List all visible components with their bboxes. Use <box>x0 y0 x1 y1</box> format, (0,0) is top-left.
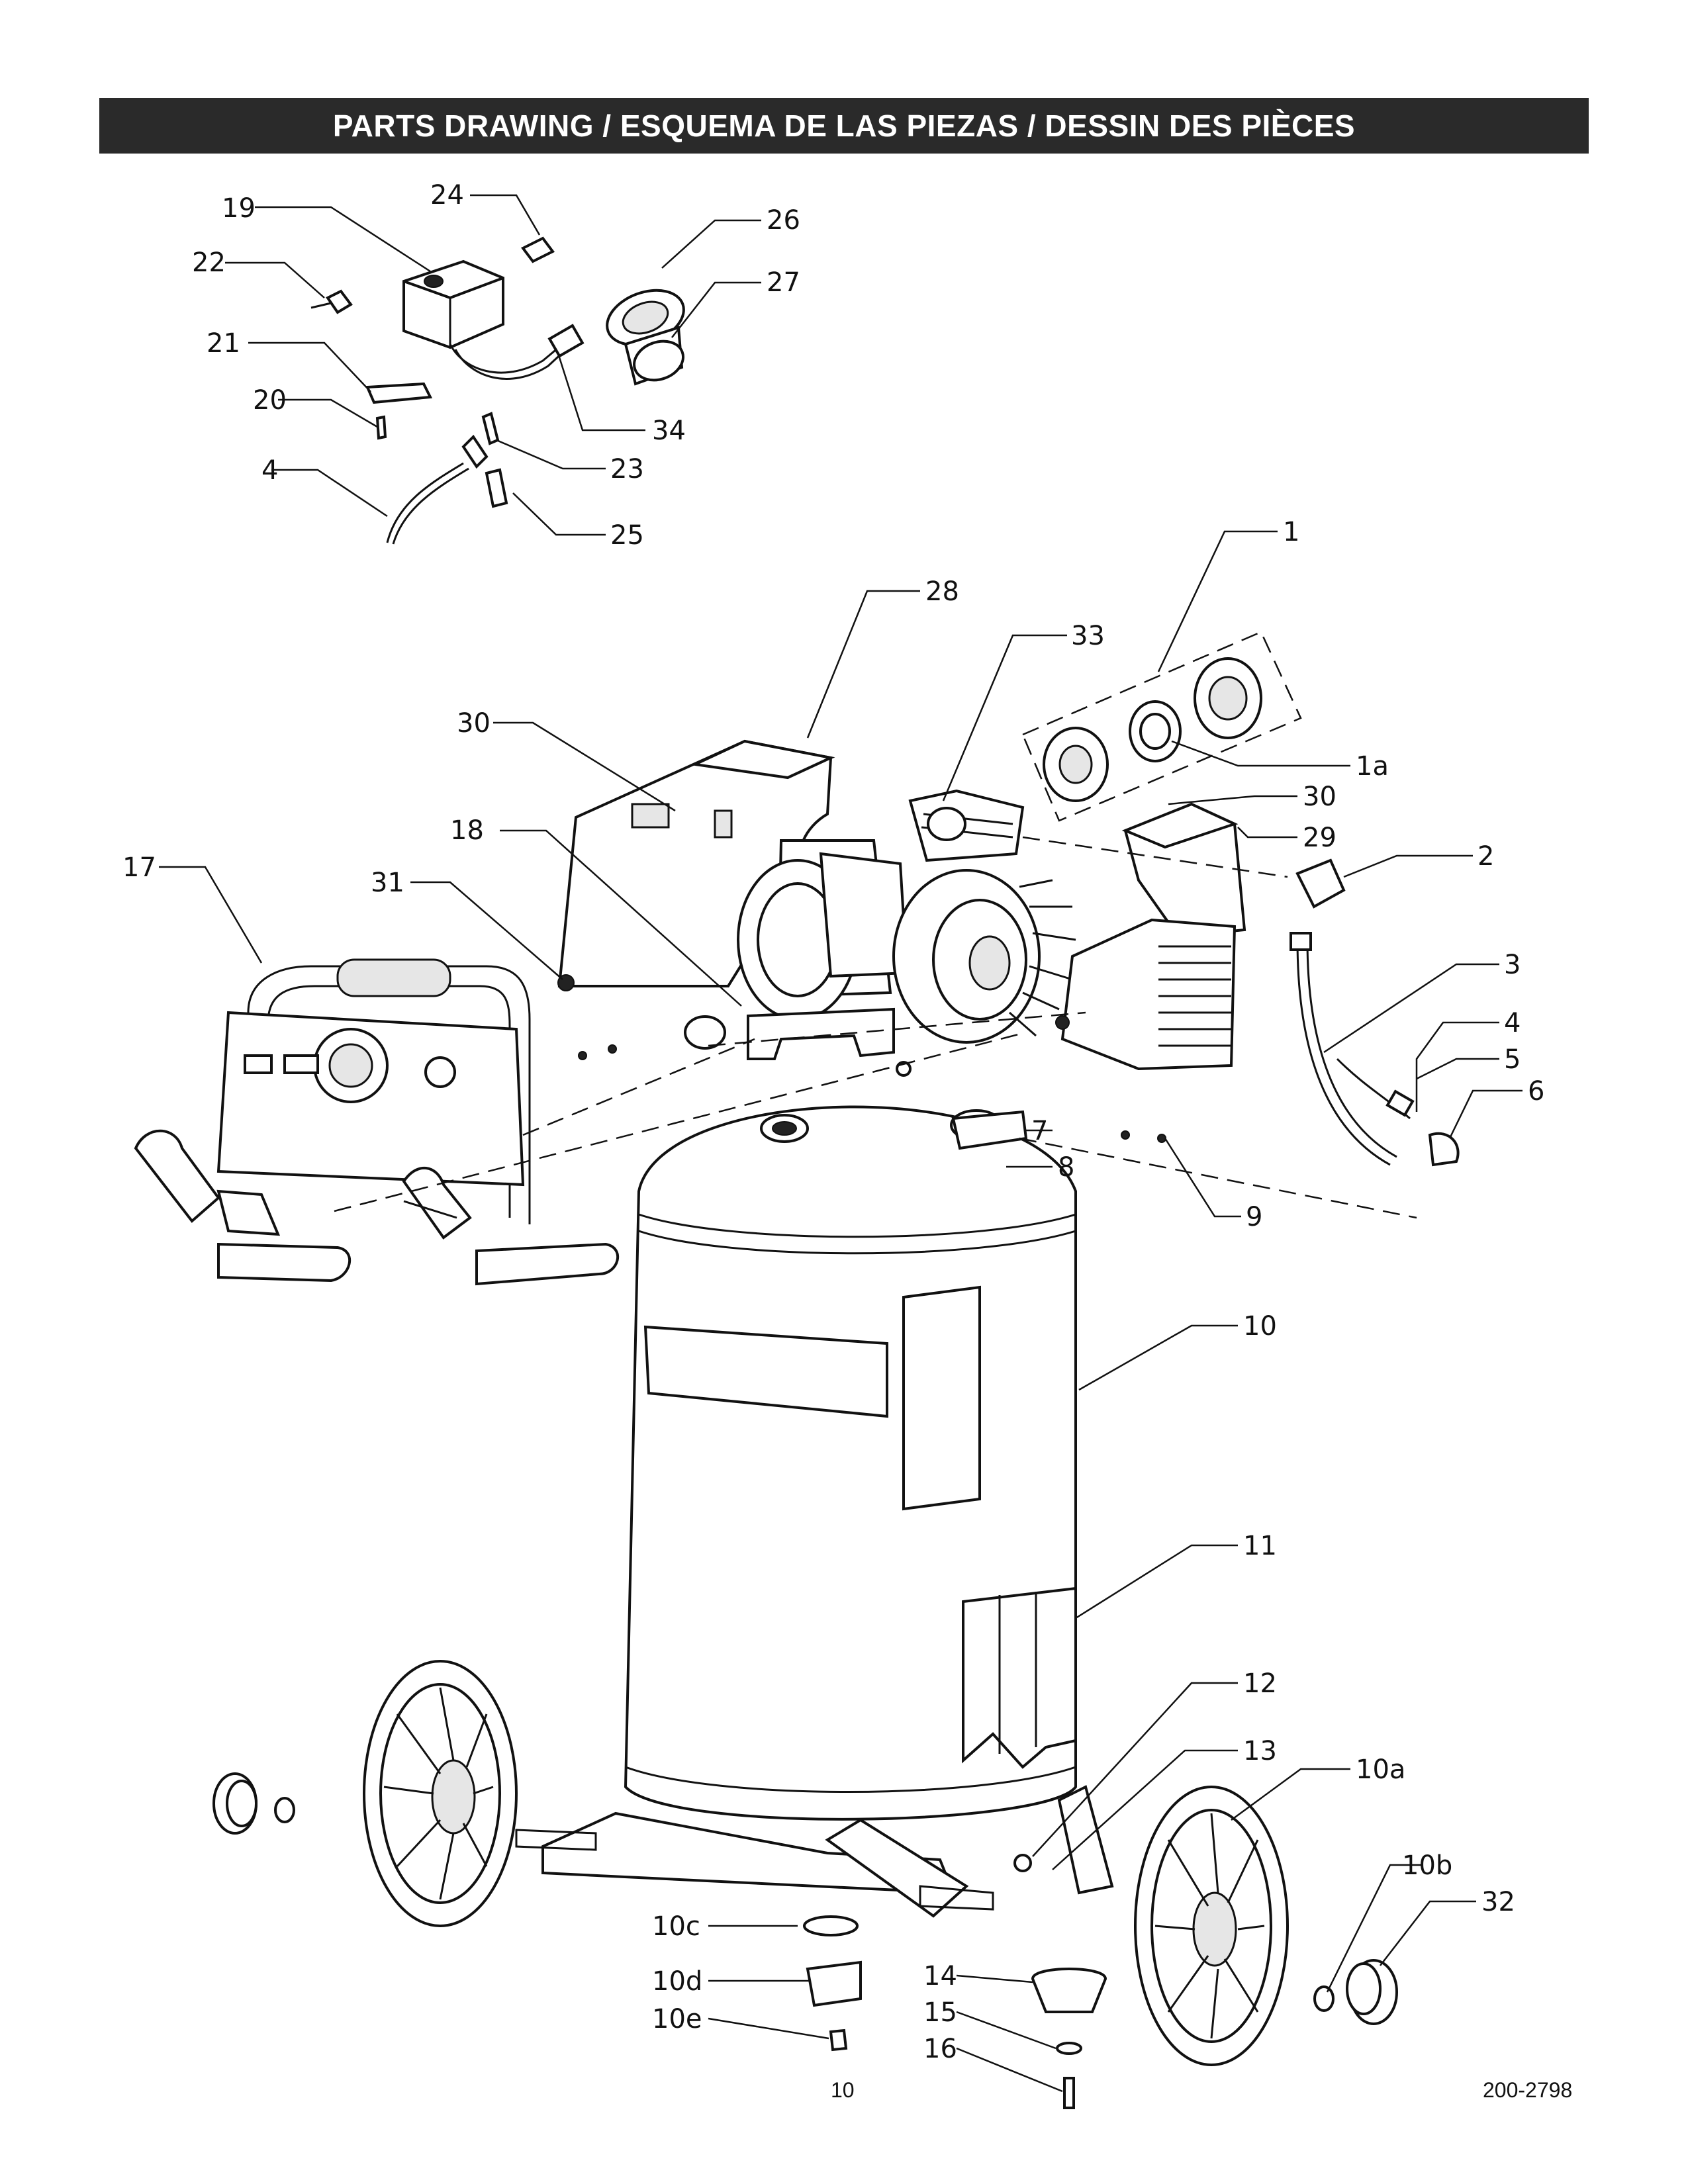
leader-lines <box>159 194 1523 2093</box>
assembly-lines <box>334 836 1417 1219</box>
wheel-left <box>363 1660 518 1927</box>
callout-10: 10 <box>1243 1311 1277 1342</box>
callout-30-right: 30 <box>1303 782 1336 812</box>
page-title: PARTS DRAWING / ESQUEMA DE LAS PIEZAS / … <box>332 109 1356 143</box>
callout-14: 14 <box>923 1961 957 1991</box>
callout-24: 24 <box>430 180 464 210</box>
pump-motor <box>684 789 1076 1060</box>
callout-4-top: 4 <box>261 455 278 486</box>
tube-fittings <box>1289 858 1460 1167</box>
callout-23: 23 <box>610 454 644 484</box>
callout-32: 32 <box>1481 1887 1515 1917</box>
callout-26: 26 <box>767 205 800 236</box>
callout-8: 8 <box>1058 1152 1074 1183</box>
callout-33: 33 <box>1071 621 1105 651</box>
callout-19: 19 <box>222 193 256 224</box>
air-tank <box>624 1105 1077 1821</box>
small-parts <box>212 1772 1398 2109</box>
callout-34: 34 <box>652 416 686 446</box>
callout-labels: 19 22 24 26 27 21 20 34 4 23 25 1 28 33 … <box>122 180 1544 2064</box>
callout-5: 5 <box>1504 1044 1521 1075</box>
callout-18: 18 <box>450 815 484 846</box>
callout-20: 20 <box>253 385 287 416</box>
callout-7: 7 <box>1031 1116 1048 1146</box>
callout-22: 22 <box>192 248 226 278</box>
pressure-switch-assembly <box>310 236 685 545</box>
callout-2: 2 <box>1477 841 1494 872</box>
callout-21: 21 <box>207 328 240 359</box>
callout-1a: 1a <box>1356 751 1389 782</box>
callout-28: 28 <box>925 576 959 607</box>
callout-10c: 10c <box>652 1911 700 1942</box>
callout-25: 25 <box>610 520 644 551</box>
callout-29: 29 <box>1303 823 1336 853</box>
document-number: 200-2798 <box>1483 2078 1573 2102</box>
page-number: 10 <box>831 2078 855 2102</box>
callout-6: 6 <box>1528 1076 1544 1107</box>
callout-11: 11 <box>1243 1531 1277 1561</box>
callout-9: 9 <box>1246 1202 1262 1232</box>
callout-16: 16 <box>923 2034 957 2064</box>
hardware-dots <box>578 1044 1166 1150</box>
callout-15: 15 <box>923 1997 957 2028</box>
callout-10e: 10e <box>652 2004 702 2034</box>
wheel-right <box>1134 1786 1289 2066</box>
title-bar: PARTS DRAWING / ESQUEMA DE LAS PIEZAS / … <box>99 98 1589 154</box>
callout-30-left: 30 <box>457 708 491 739</box>
callout-4-right: 4 <box>1504 1008 1521 1038</box>
air-filter-assembly <box>1021 631 1302 822</box>
callout-17: 17 <box>122 852 156 883</box>
callout-10a: 10a <box>1356 1754 1405 1785</box>
handle-assembly <box>134 958 619 1286</box>
side-shroud <box>1055 802 1246 1071</box>
callout-3: 3 <box>1504 950 1521 980</box>
callout-31: 31 <box>371 868 404 898</box>
callout-13: 13 <box>1243 1736 1277 1766</box>
callout-10d: 10d <box>652 1966 702 1997</box>
callout-10b: 10b <box>1402 1850 1452 1881</box>
callout-1: 1 <box>1283 517 1299 547</box>
callout-27: 27 <box>767 267 800 298</box>
callout-12: 12 <box>1243 1668 1277 1699</box>
